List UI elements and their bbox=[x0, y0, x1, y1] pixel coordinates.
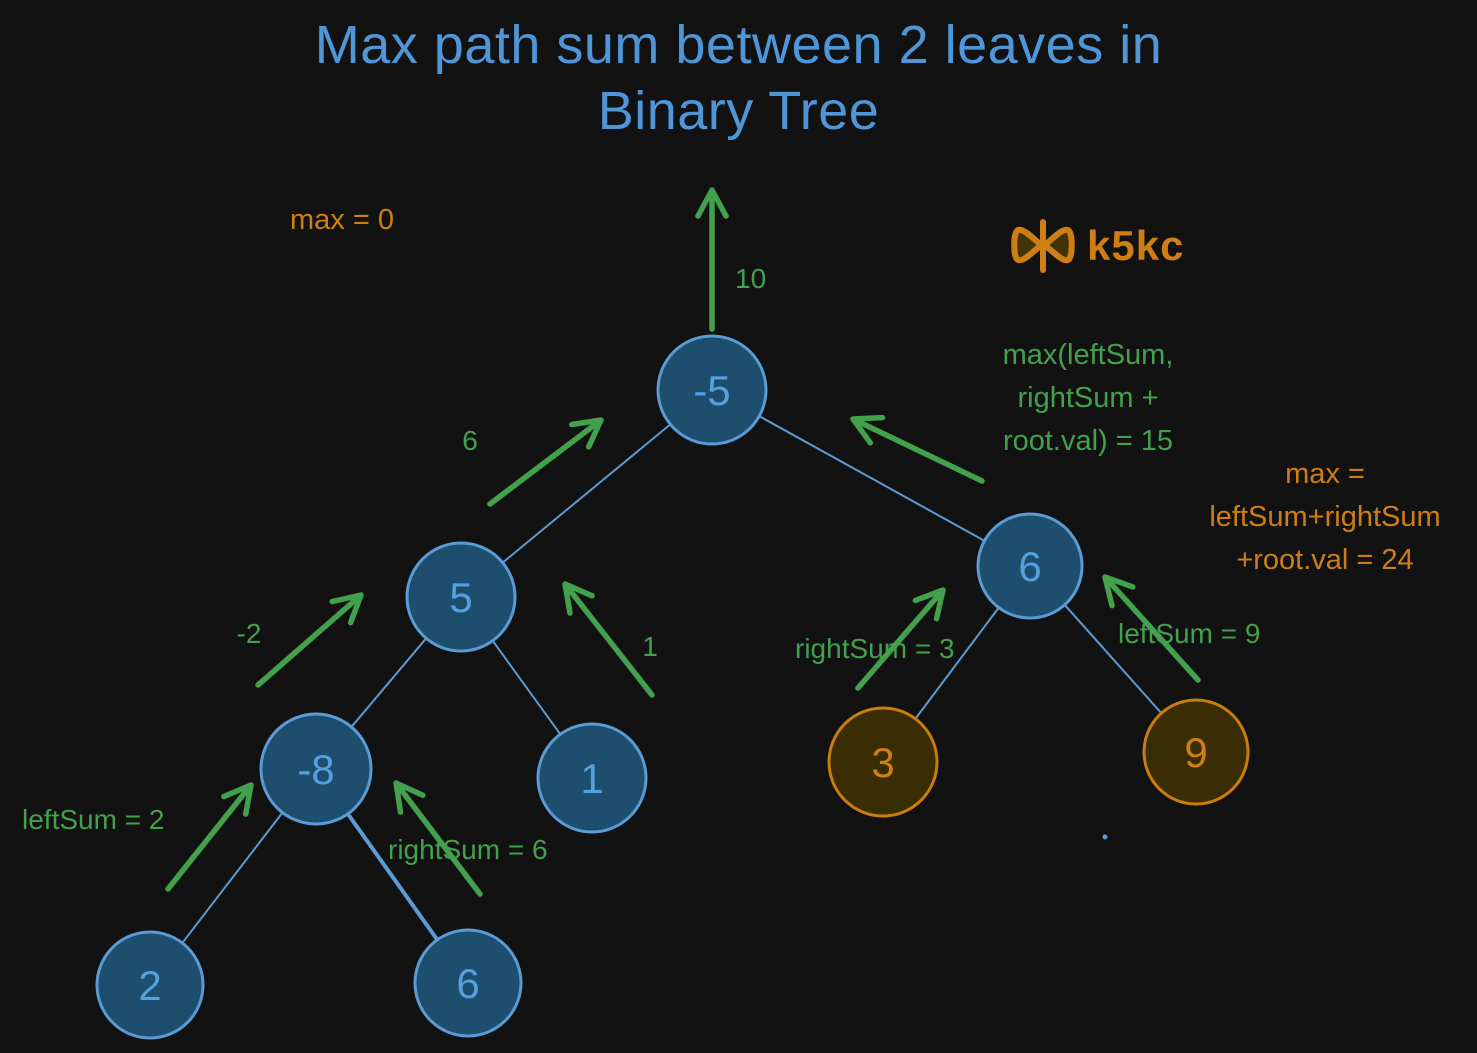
rightsum-3-arrow bbox=[855, 587, 946, 691]
node-value: 5 bbox=[449, 574, 472, 621]
arrow-shaft bbox=[395, 783, 483, 897]
butterfly-right-wing-icon bbox=[1042, 226, 1075, 264]
logo-text: k5kc bbox=[1087, 222, 1184, 269]
tree-node-n1: 1 bbox=[536, 722, 648, 834]
arrowhead-icon bbox=[569, 417, 604, 450]
arrow-shaft bbox=[487, 419, 601, 507]
tree-node-n8: -8 bbox=[259, 712, 373, 826]
arrowhead-icon bbox=[850, 414, 886, 446]
tree-edge-root-n6r bbox=[759, 415, 985, 542]
node-value: 3 bbox=[871, 739, 894, 786]
arrow-shaft bbox=[255, 594, 361, 688]
node-circle bbox=[1142, 698, 1250, 806]
node-circle bbox=[413, 928, 523, 1038]
annotation-line: root.val) = 15 bbox=[1003, 425, 1173, 457]
node-value: 2 bbox=[138, 962, 161, 1009]
title-line-1: Max path sum between 2 leaves in bbox=[314, 15, 1163, 75]
leftsum-9-label: leftSum = 9 bbox=[1118, 618, 1260, 649]
edge-value-1: 1 bbox=[642, 631, 658, 662]
tree-node-n6r: 6 bbox=[976, 512, 1084, 620]
tree-node-n6b: 6 bbox=[413, 928, 523, 1038]
annotation-line: leftSum+rightSum bbox=[1209, 501, 1440, 533]
tree-edge-n5-n1 bbox=[492, 640, 561, 735]
node-circle bbox=[259, 712, 373, 826]
node-value: 1 bbox=[580, 755, 603, 802]
node-value: 6 bbox=[456, 960, 479, 1007]
rightsum-6-label: rightSum = 6 bbox=[388, 834, 548, 865]
node-value: 6 bbox=[1018, 543, 1041, 590]
annotation-line: max(leftSum, bbox=[1003, 339, 1174, 371]
tree-node-n2: 2 bbox=[95, 930, 205, 1040]
leftsum-2-arrow bbox=[165, 782, 254, 892]
page-title: Max path sum between 2 leaves in Binary … bbox=[0, 12, 1477, 144]
tree-node-n9: 9 bbox=[1142, 698, 1250, 806]
node-value: -5 bbox=[693, 367, 730, 414]
tree-node-n5: 5 bbox=[405, 541, 517, 653]
arrow-shaft bbox=[1104, 577, 1201, 683]
node-value: 9 bbox=[1184, 729, 1207, 776]
node-circle bbox=[656, 334, 768, 446]
node-circle bbox=[976, 512, 1084, 620]
leftsum-9-arrow bbox=[1102, 574, 1201, 683]
arrow-shaft bbox=[564, 584, 655, 698]
edge-value-6: 6 bbox=[462, 425, 478, 456]
edge-value-10: 10 bbox=[735, 263, 766, 294]
node-circle bbox=[95, 930, 205, 1040]
node-circle bbox=[405, 541, 517, 653]
return-right-arrow-15 bbox=[850, 414, 985, 484]
node-circle bbox=[536, 722, 648, 834]
tree-edge-n6r-n9 bbox=[1064, 604, 1162, 714]
arrow-shaft bbox=[855, 590, 944, 691]
stray-dot bbox=[1102, 834, 1108, 840]
annotation-line: rightSum + bbox=[1017, 382, 1158, 414]
rightsum-6-arrow bbox=[393, 780, 483, 897]
arrowhead-icon bbox=[562, 581, 595, 616]
tree-edge-n6r-n3 bbox=[915, 607, 1000, 719]
k5kc-logo: k5kc bbox=[1011, 219, 1184, 273]
leftsum-2-label: leftSum = 2 bbox=[22, 804, 164, 835]
title-line-2: Binary Tree bbox=[597, 81, 880, 141]
tree-edge-n8-n6b bbox=[346, 812, 439, 941]
annotation-line: +root.val = 24 bbox=[1236, 544, 1413, 576]
tree-node-n3: 3 bbox=[827, 706, 939, 818]
return-to-parent-arrow-10 bbox=[695, 187, 729, 332]
tree-node-root: -5 bbox=[656, 334, 768, 446]
return-left-arrow-neg2 bbox=[255, 592, 364, 688]
tree-edge-n8-n2 bbox=[181, 812, 283, 944]
node-circle bbox=[827, 706, 939, 818]
return-right-arrow-1 bbox=[562, 581, 655, 698]
edge-value-neg2: -2 bbox=[237, 618, 262, 649]
node-value: -8 bbox=[297, 746, 334, 793]
arrowhead-icon bbox=[912, 587, 946, 622]
arrowhead-icon bbox=[221, 782, 254, 817]
return-formula-block: max(leftSum, rightSum + root.val) = 15 bbox=[1003, 339, 1174, 457]
tree-edge-root-n5 bbox=[502, 423, 671, 564]
butterfly-left-wing-icon bbox=[1011, 226, 1044, 264]
arrowhead-icon bbox=[329, 592, 364, 626]
arrowhead-icon bbox=[393, 780, 426, 815]
arrow-shaft bbox=[853, 417, 985, 484]
annotation-line: max = bbox=[1285, 458, 1365, 490]
arrow-shaft bbox=[165, 785, 252, 892]
return-left-arrow-6 bbox=[487, 417, 604, 507]
max-initial-label: max = 0 bbox=[290, 204, 394, 236]
max-update-formula-block: max = leftSum+rightSum +root.val = 24 bbox=[1209, 458, 1440, 576]
rightsum-3-label: rightSum = 3 bbox=[795, 633, 955, 664]
tree-edge-n5-n8 bbox=[351, 638, 427, 728]
arrowhead-icon bbox=[1102, 574, 1136, 609]
arrowhead-icon bbox=[695, 187, 729, 219]
